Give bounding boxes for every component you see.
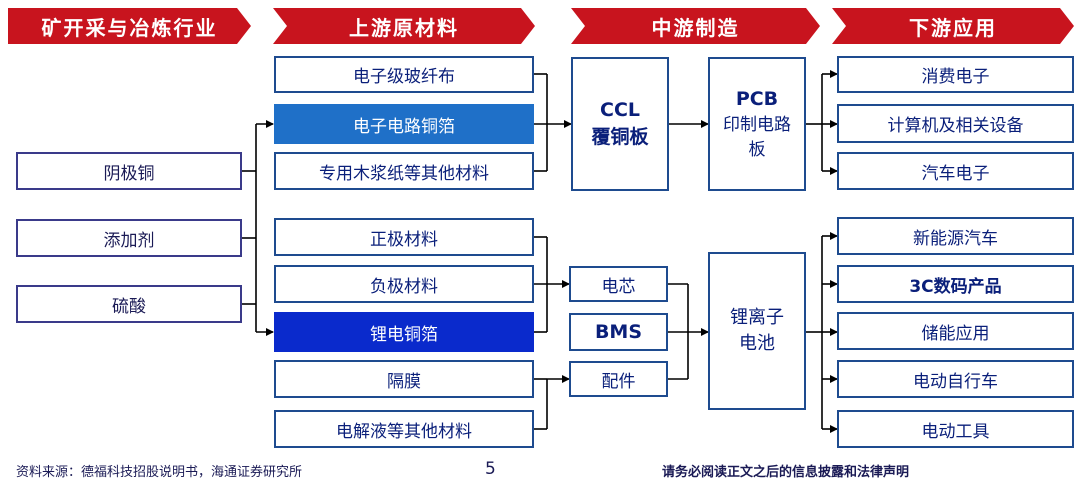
source-note: 资料来源：德福科技招股说明书，海通证券研究所: [16, 465, 303, 480]
ccl-subtitle: 覆铜板: [591, 126, 649, 148]
upstream-item-pulp-paper-other: 专用木浆纸等其他材料: [274, 152, 534, 190]
mining-item-sulfuric-acid: 硫酸: [16, 285, 242, 323]
upstream-item-glass-fiber-cloth: 电子级玻纤布: [274, 56, 534, 93]
upstream-item-circuit-copper-foil: 电子电路铜箔: [274, 104, 534, 144]
header-midstream: 中游制造: [571, 8, 820, 44]
upstream-item-lithium-copper-foil: 锂电铜箔: [274, 312, 534, 352]
midstream-ccl: CCL 覆铜板: [571, 57, 669, 191]
downstream-item-auto-electronics: 汽车电子: [837, 152, 1074, 190]
downstream-item-computer-equipment: 计算机及相关设备: [837, 104, 1074, 143]
downstream-item-consumer-electronics: 消费电子: [837, 56, 1074, 93]
pcb-title: PCB: [735, 87, 779, 110]
mining-item-additive: 添加剂: [16, 219, 242, 257]
midstream-pcb: PCB 印制电路板: [708, 57, 806, 191]
page-number: 5: [485, 459, 496, 479]
ccl-title: CCL: [600, 99, 640, 121]
header-mining: 矿开采与冶炼行业: [8, 8, 251, 44]
downstream-item-energy-storage: 储能应用: [837, 312, 1074, 350]
upstream-item-electrolyte-other: 电解液等其他材料: [274, 410, 534, 448]
header-upstream: 上游原材料: [273, 8, 535, 44]
mining-item-cathode-copper: 阴极铜: [16, 152, 242, 190]
header-downstream: 下游应用: [832, 8, 1074, 44]
upstream-item-anode-material: 负极材料: [274, 265, 534, 303]
midstream-bms: BMS: [569, 313, 668, 351]
downstream-item-new-energy-vehicles: 新能源汽车: [837, 217, 1074, 255]
battery-label: 锂离子电池: [730, 307, 784, 354]
upstream-item-separator: 隔膜: [274, 360, 534, 398]
midstream-parts: 配件: [569, 361, 668, 397]
disclaimer: 请务必阅读正文之后的信息披露和法律声明: [662, 465, 910, 480]
downstream-item-3c-digital: 3C数码产品: [837, 265, 1074, 303]
midstream-cell: 电芯: [569, 266, 668, 302]
midstream-lithium-battery: 锂离子电池: [708, 252, 806, 410]
pcb-subtitle: 印制电路板: [723, 114, 791, 160]
downstream-item-power-tools: 电动工具: [837, 410, 1074, 448]
downstream-item-e-bike: 电动自行车: [837, 360, 1074, 398]
upstream-item-cathode-material: 正极材料: [274, 218, 534, 256]
